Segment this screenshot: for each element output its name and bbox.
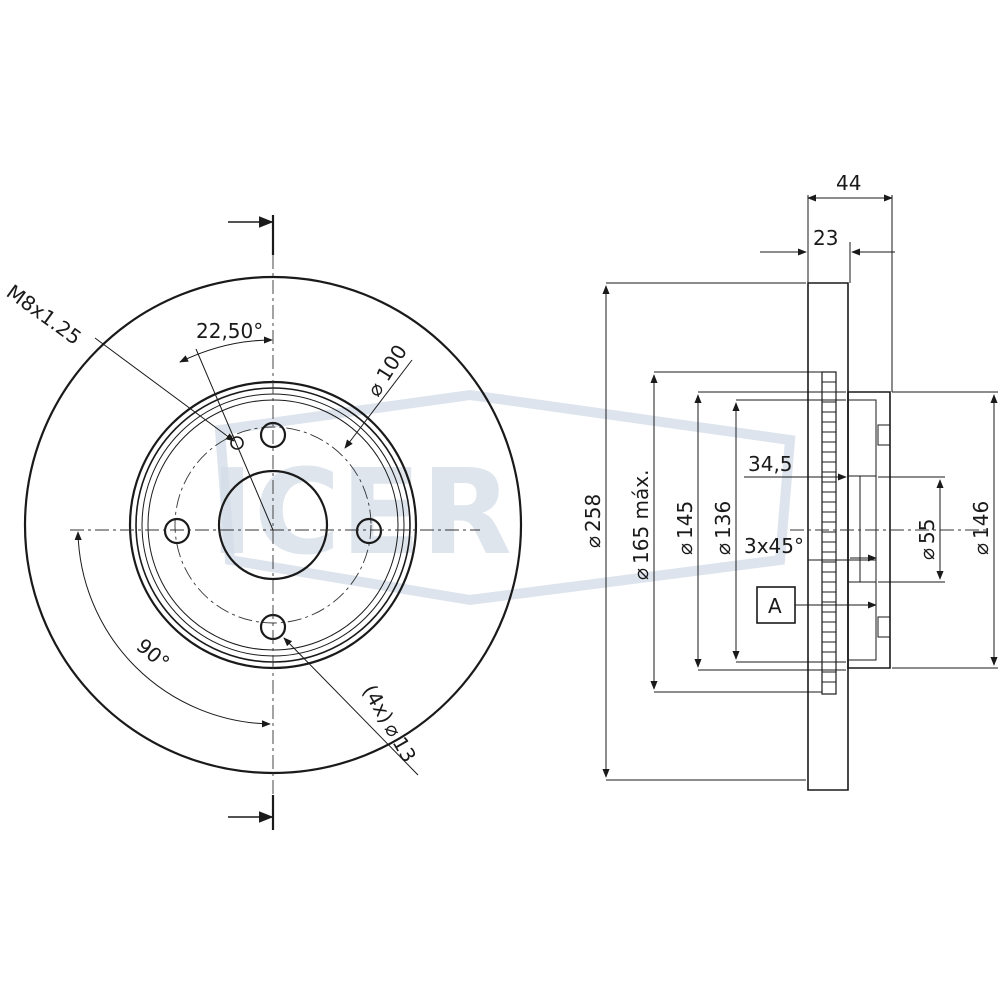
- dim-hat-diameter: 146: [969, 501, 993, 539]
- pcd-label: 100: [371, 340, 412, 385]
- hat-section-lower: [847, 581, 877, 661]
- dim-overall-thickness: 44: [836, 171, 861, 195]
- threaded-hole: [230, 436, 244, 450]
- vent-channel: [821, 371, 837, 695]
- disc-section-friction: [807, 282, 849, 791]
- dim-55-group: ⌀ 55: [915, 519, 939, 560]
- datum-label: A: [768, 594, 782, 618]
- dim-friction-diameter: 165 máx.: [629, 470, 653, 564]
- dim-chamfer-depth: 34,5: [748, 452, 793, 476]
- bolt-hole-left: [163, 517, 191, 545]
- dim-258-group: ⌀ 258: [581, 494, 605, 548]
- dim-165-symbol: ⌀: [629, 568, 653, 580]
- dim-136-symbol: ⌀: [711, 543, 735, 555]
- hat-notch-bottom: [877, 616, 891, 638]
- dim-146-symbol: ⌀: [969, 543, 993, 555]
- watermark-text: ICER: [210, 443, 512, 581]
- side-view: 44 23 ⌀ 258 ⌀ 165 máx. ⌀ 145 ⌀ 136: [581, 171, 998, 791]
- dim-chamfer: 3x45°: [744, 534, 804, 558]
- hat-section-outline: [847, 391, 891, 669]
- dim-hub-diameter-2: 136: [711, 501, 735, 539]
- dim-258-symbol: ⌀: [581, 536, 605, 548]
- angle-ray: [195, 348, 274, 531]
- pcd-leader: [344, 359, 413, 449]
- dim-136-group: ⌀ 136: [711, 501, 735, 555]
- angle-arc-22-5: [179, 336, 273, 363]
- hole-leader: [283, 637, 419, 776]
- dim-145-symbol: ⌀: [673, 543, 697, 555]
- hat-section-upper: [847, 399, 877, 477]
- dim-hub-diameter-1: 145: [673, 501, 697, 539]
- hat-notch-top: [877, 424, 891, 446]
- dim-outer-diameter: 258: [581, 494, 605, 532]
- bolt-hole-right: [355, 517, 383, 545]
- angle-arc-90: [74, 531, 271, 728]
- vent-ribs: [822, 381, 836, 683]
- dim-146-group: ⌀ 146: [969, 501, 993, 555]
- center-bore: [217, 469, 329, 581]
- thread-leader: [94, 337, 235, 442]
- angle-label-22-5: 22,50°: [196, 319, 263, 343]
- dim-center-bore: 55: [915, 519, 939, 544]
- dim-55-symbol: ⌀: [915, 548, 939, 560]
- hole-diameter-label: 13: [388, 732, 422, 766]
- dim-165-group: ⌀ 165 máx.: [629, 470, 653, 580]
- thread-label: M8x1.25: [2, 280, 86, 350]
- dim-disc-thickness: 23: [813, 226, 838, 250]
- angle-label-90: 90°: [132, 633, 175, 674]
- dim-145-group: ⌀ 145: [673, 501, 697, 555]
